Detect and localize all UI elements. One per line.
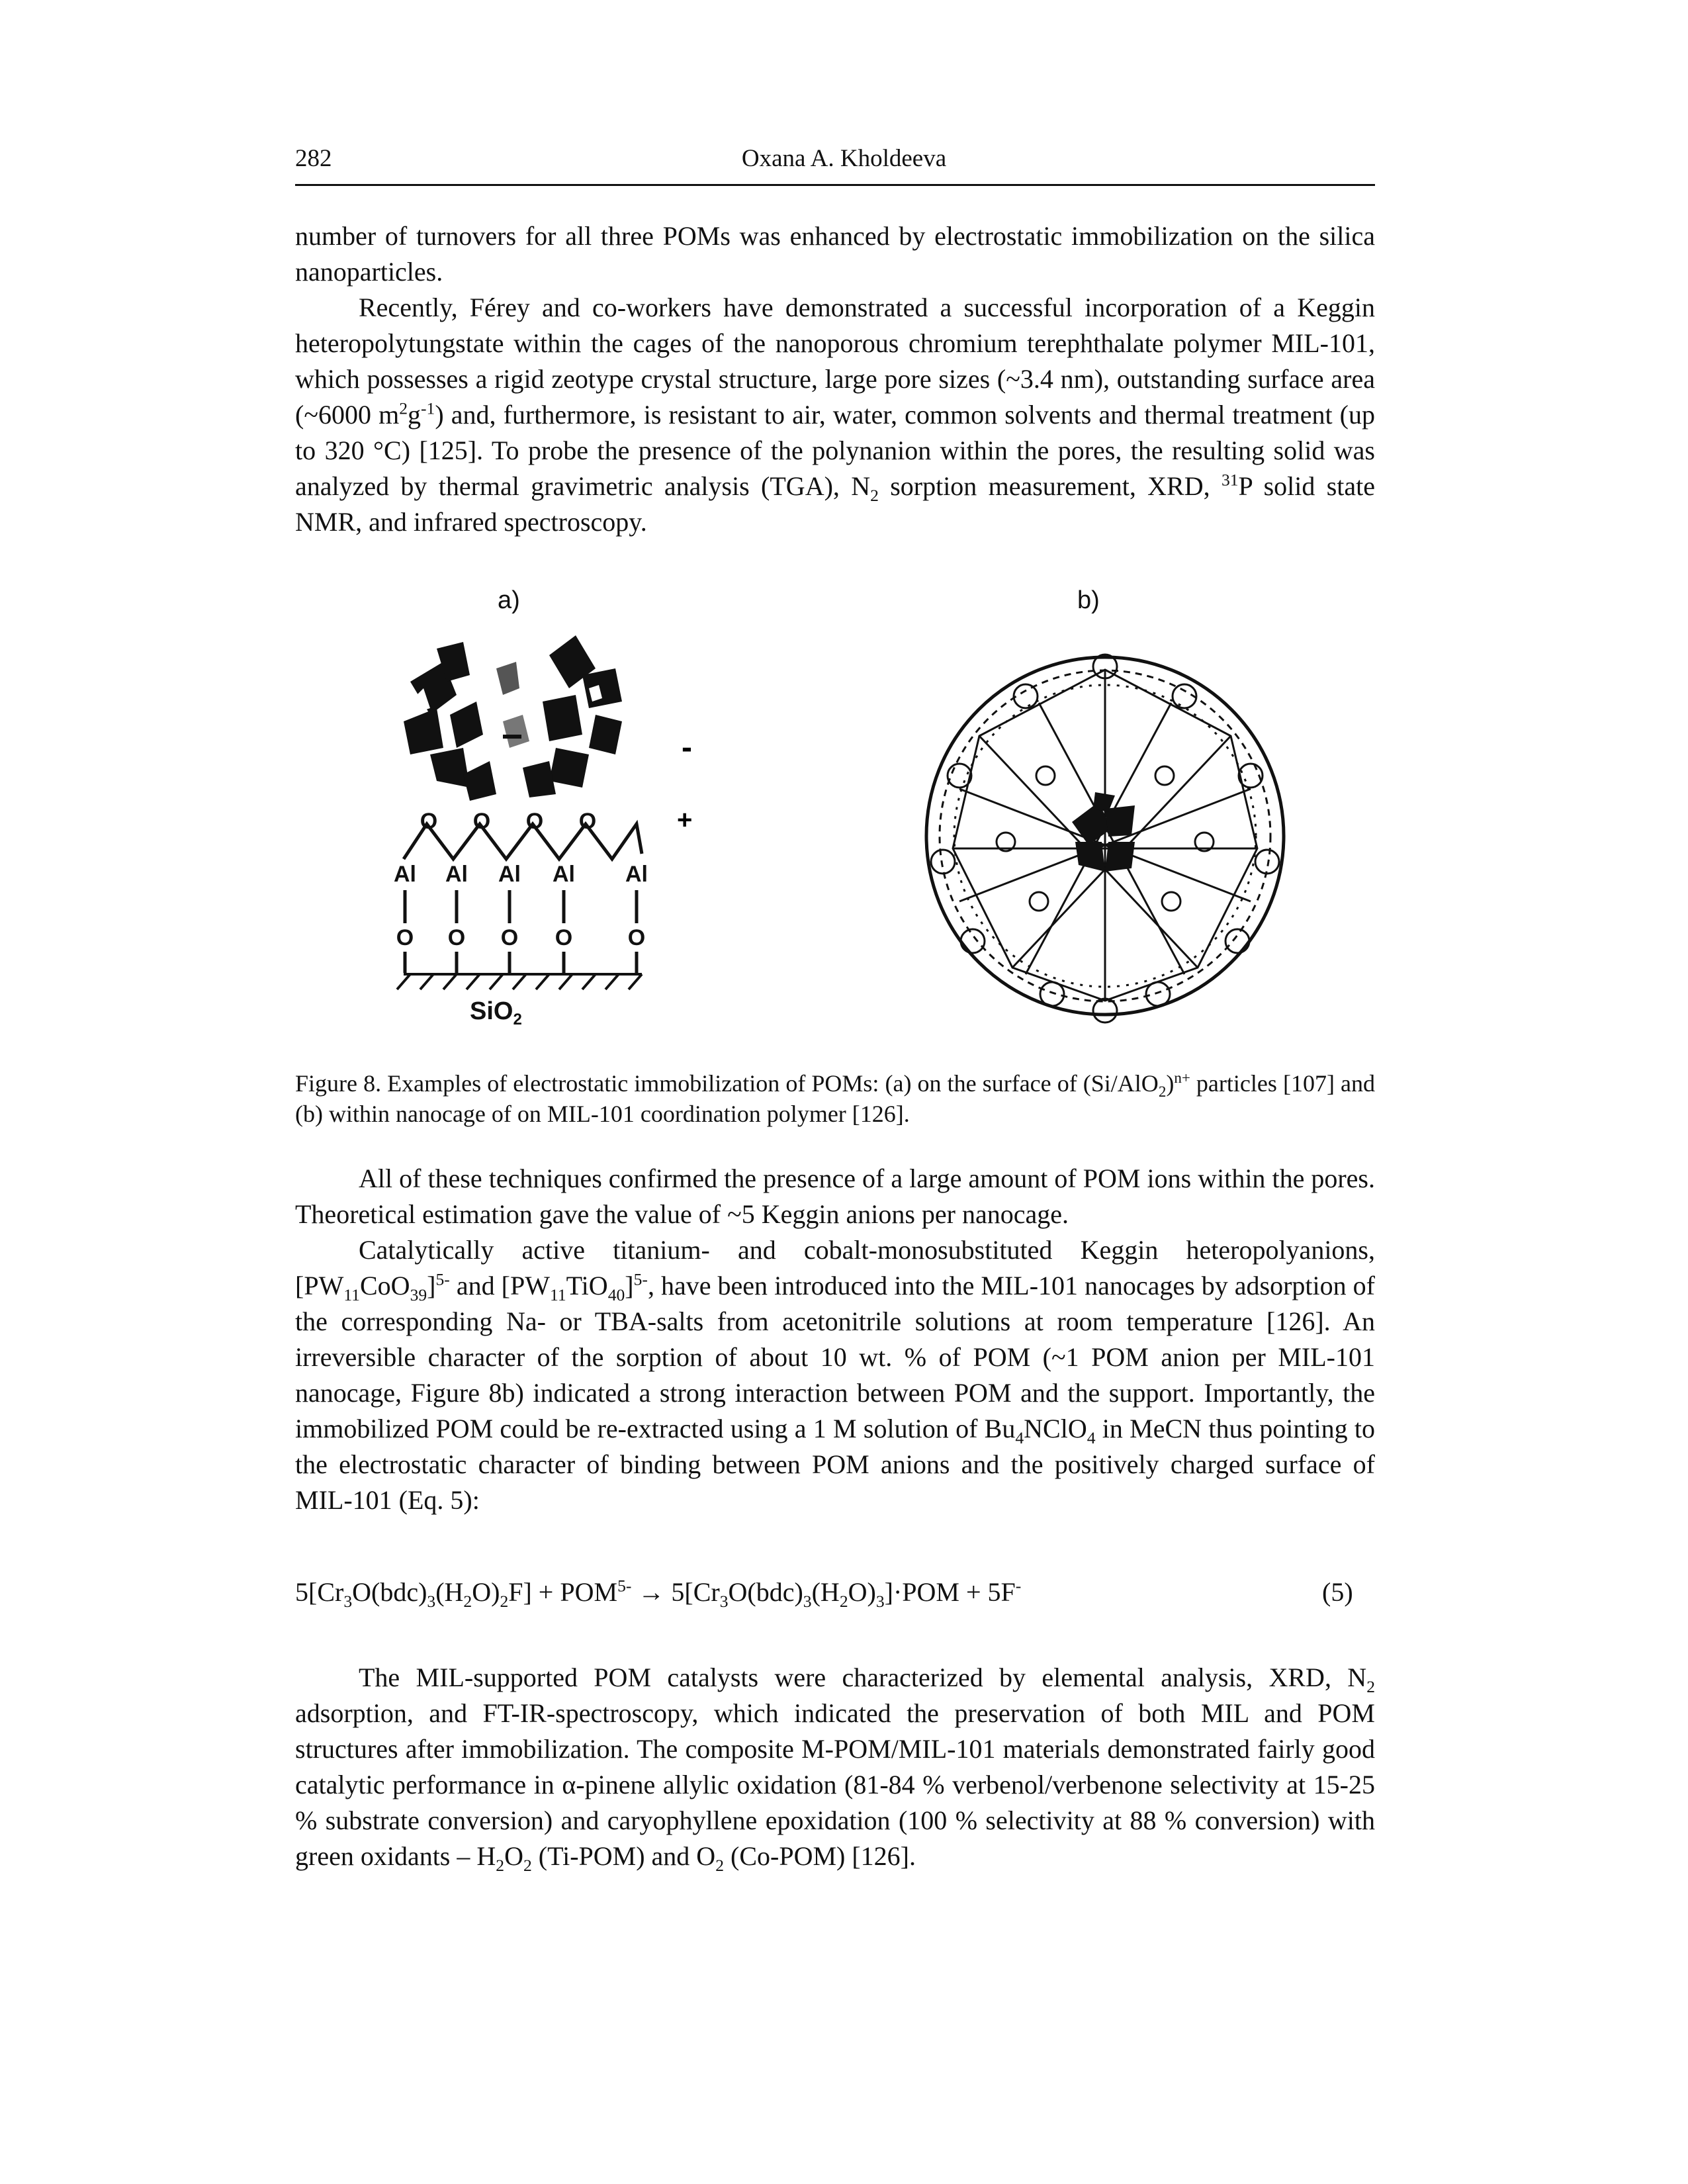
figure-caption: Figure 8. Examples of electrostatic immo… (295, 1069, 1375, 1127)
linker-oxygen-label: O (628, 925, 645, 950)
paragraph-2-text: Recently, Férey and co-workers have demo… (295, 293, 1375, 537)
mil-101-cage-graphic (924, 653, 1286, 1024)
paragraph-4: Catalytically active titanium- and cobal… (295, 1232, 1375, 1518)
surface-al-label: Al (498, 862, 521, 887)
encapsulated-pom-graphic (1072, 792, 1135, 872)
bridge-oxygen-label: O (420, 809, 437, 834)
surface-al-label: Al (445, 862, 468, 887)
linker-oxygen-label: O (555, 925, 572, 950)
positive-charge-symbol: + (677, 805, 692, 835)
equation-number: (5) (1322, 1577, 1353, 1607)
silica-surface-hatching (396, 973, 643, 991)
bridge-oxygen-label: O (473, 809, 490, 834)
silica-support-label: SiO2 (470, 997, 522, 1026)
bridge-oxygen-label: O (579, 809, 596, 834)
linker-oxygen-label: O (396, 925, 414, 950)
linker-oxygen-label: O (448, 925, 465, 950)
figure-panel-a-illustration: - + O O O O Al Al Al Al Al O O O O O SiO… (394, 635, 692, 1026)
figure-panel-b-illustration (924, 653, 1286, 1024)
figure-panel-b-label: b) (1077, 586, 1100, 614)
paragraph-2: Recently, Férey and co-workers have demo… (295, 290, 1375, 540)
surface-al-label: Al (553, 862, 575, 887)
running-header-author: Oxana A. Kholdeeva (741, 145, 947, 172)
paragraph-3: All of these techniques confirmed the pr… (295, 1161, 1375, 1232)
surface-al-label: Al (394, 862, 416, 887)
surface-al-label: Al (625, 862, 648, 887)
page-number: 282 (295, 145, 332, 172)
linker-oxygen-label: O (501, 925, 518, 950)
paragraph-1: number of turnovers for all three POMs w… (295, 218, 1375, 290)
paragraph-1-text: number of turnovers for all three POMs w… (295, 221, 1375, 287)
negative-charge-symbol: - (682, 730, 692, 765)
paragraph-5: The MIL-supported POM catalysts were cha… (295, 1660, 1375, 1874)
figure-panel-a-label: a) (498, 586, 520, 614)
equation-5: 5[Cr3O(bdc)3(H2O)2F] + POM5- → 5[Cr3O(bd… (295, 1576, 1022, 1611)
bridge-oxygen-label: O (526, 809, 543, 834)
paragraph-4-text: Catalytically active titanium- and cobal… (295, 1235, 1376, 1515)
paragraph-5-text: The MIL-supported POM catalysts were cha… (295, 1662, 1375, 1875)
header-rule (295, 184, 1375, 186)
pom-cluster-graphic (404, 635, 622, 801)
vertical-bonds (403, 890, 639, 973)
al-o-zigzag-bonds (402, 819, 644, 862)
paragraph-3-text: All of these techniques confirmed the pr… (295, 1163, 1375, 1229)
